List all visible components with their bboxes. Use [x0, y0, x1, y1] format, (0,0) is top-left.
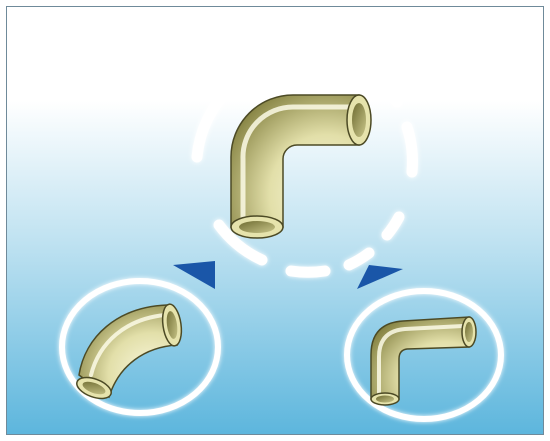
diagram-frame: [6, 6, 544, 435]
pipe-elbow-diagram: [7, 7, 543, 434]
